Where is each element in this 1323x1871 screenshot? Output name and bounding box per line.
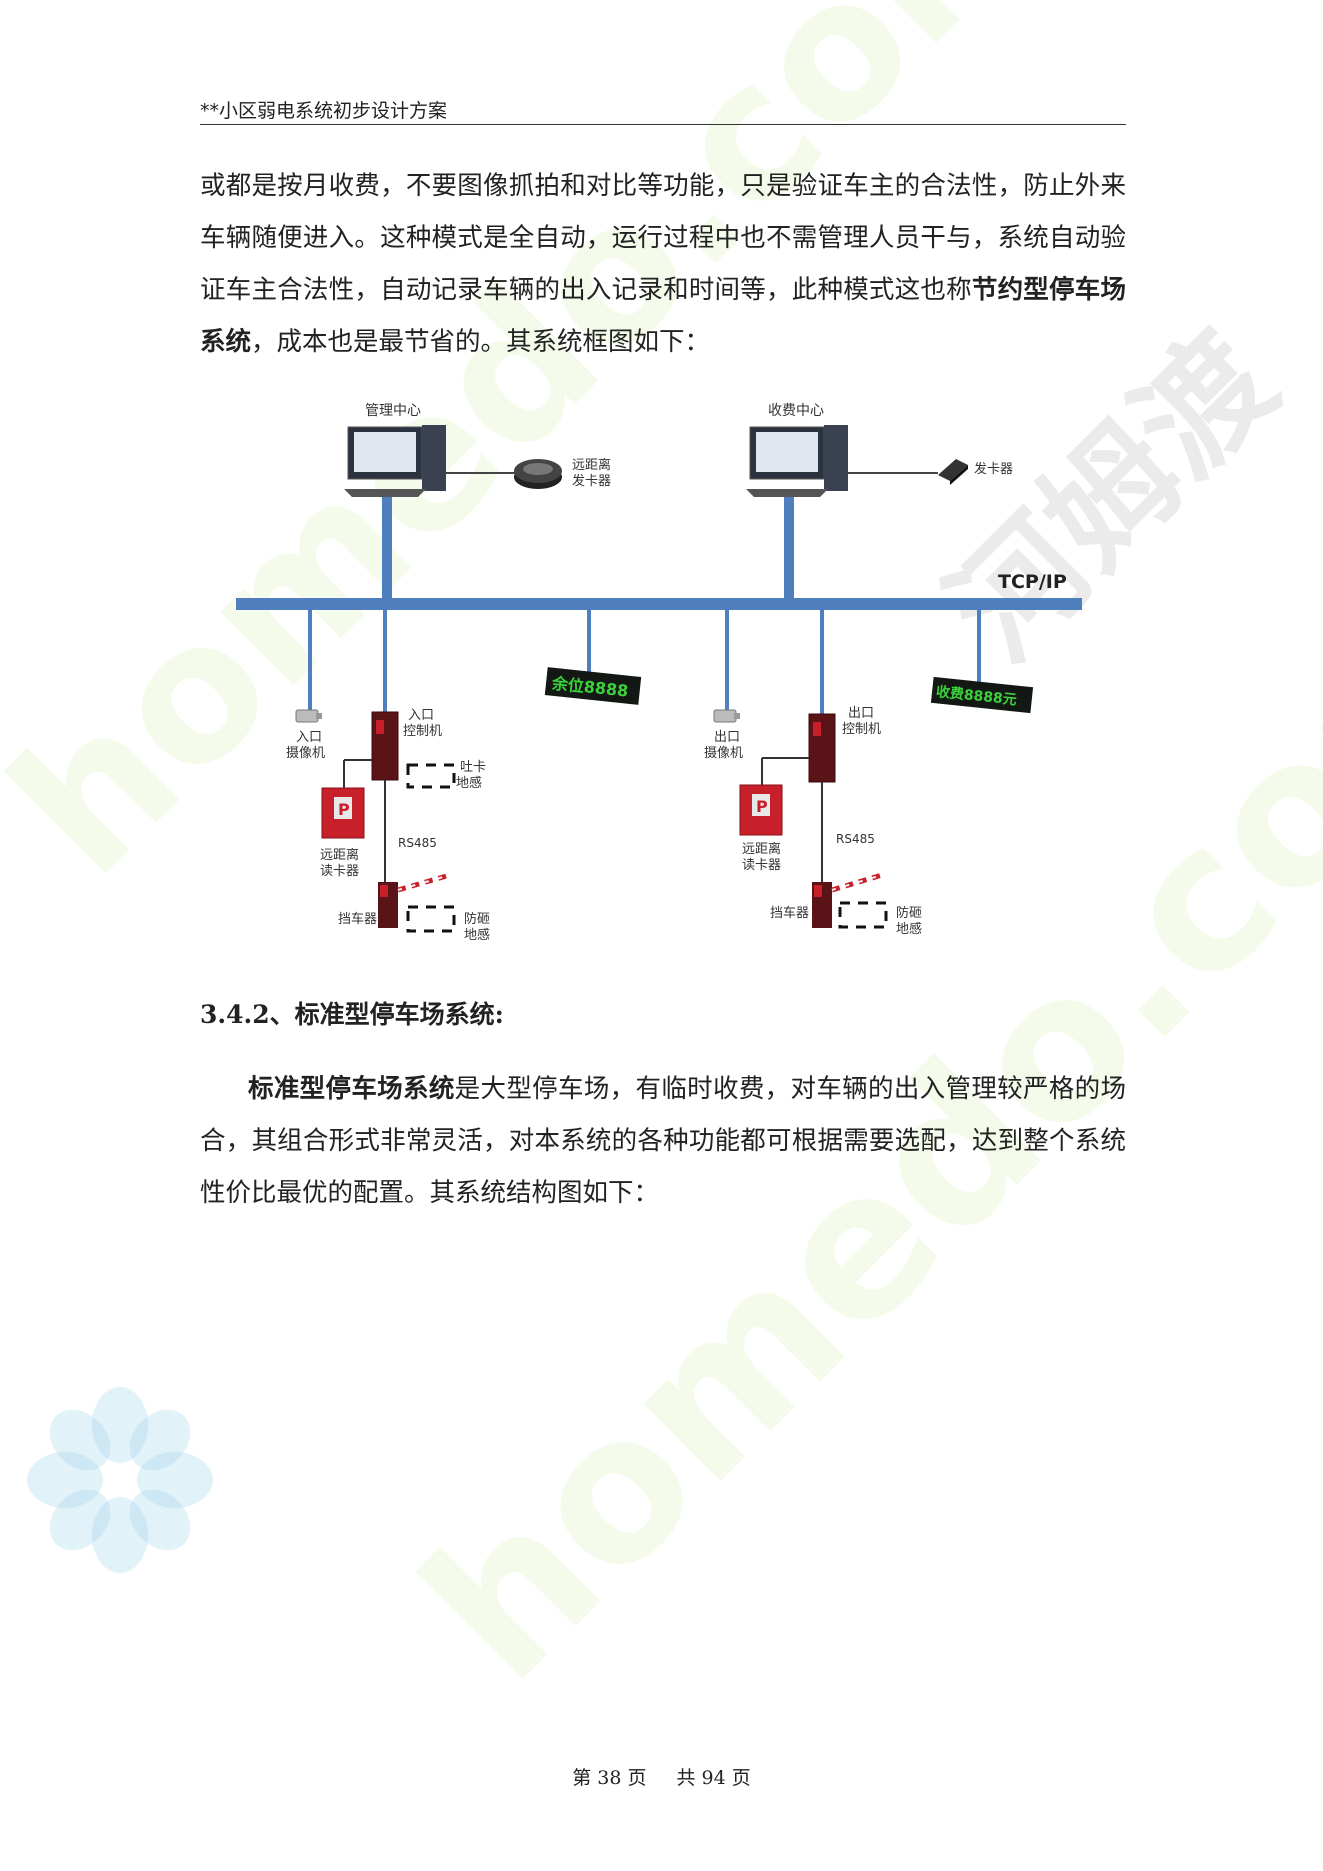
parking-system-diagram: TCP/IP 管理中心 远距离 发卡器 收费中心 — [236, 403, 1082, 943]
exit-reader-label-2: 读卡器 — [742, 858, 781, 873]
section-heading: 3.4.2、标准型停车场系统: — [200, 1000, 504, 1029]
header-title: **小区弱电系统初步设计方案 — [200, 100, 448, 122]
anti-smash-left-label-1: 防砸 — [464, 911, 490, 927]
entry-camera-label-2: 摄像机 — [286, 746, 325, 761]
tcp-ip-bus — [236, 598, 1082, 610]
card-issuer-label: 发卡器 — [974, 461, 1013, 477]
paragraph-2: 标准型停车场系统是大型停车场，有临时收费，对车辆的出入管理较严格的场合，其组合形… — [200, 1063, 1126, 1219]
card-loop-label-1: 吐卡 — [460, 760, 486, 775]
flower-logo-icon — [27, 1387, 213, 1573]
exit-camera-icon — [713, 709, 740, 723]
exit-controller-label-1: 出口 — [848, 706, 874, 721]
entry-controller-icon — [371, 711, 399, 781]
entry-controller-label-2: 控制机 — [403, 724, 442, 739]
barrier-right-icon — [812, 872, 883, 928]
paragraph-2-text: 是大型停车场，有临时收费，对车辆的出入管理较严格的场合，其组合形式非常灵活，对本… — [200, 1074, 1126, 1208]
anti-smash-left-label-2: 地感 — [464, 927, 490, 943]
svg-text:P: P — [756, 797, 768, 816]
tcp-ip-label: TCP/IP — [998, 571, 1067, 593]
svg-text:P: P — [338, 800, 350, 819]
entry-camera-label-1: 入口 — [296, 730, 322, 745]
long-range-issuer-label-2: 发卡器 — [572, 473, 611, 489]
page-total: 共 94 页 — [676, 1767, 751, 1789]
anti-smash-right-label-1: 防砸 — [896, 905, 922, 921]
paragraph-1-text-end: ，成本也是最节省的。其系统框图如下： — [251, 327, 711, 357]
card-loop-label-2: 地感 — [456, 775, 482, 791]
card-loop-sensor-icon — [406, 763, 456, 789]
charge-center-label: 收费中心 — [768, 403, 824, 419]
management-center-label: 管理中心 — [365, 403, 421, 419]
exit-controller-label-2: 控制机 — [842, 722, 881, 737]
remaining-spaces-display: 余位8888 — [544, 667, 642, 705]
entry-reader-icon: P — [321, 787, 365, 839]
paragraph-1: 或都是按月收费，不要图像抓拍和对比等功能，只是验证车主的合法性，防止外来车辆随便… — [200, 160, 1126, 368]
entry-reader-label-1: 远距离 — [320, 847, 359, 863]
entry-controller-label-1: 入口 — [408, 708, 434, 723]
anti-smash-right-label-2: 地感 — [896, 921, 922, 937]
paragraph-1-bold-term: 节约型停车场系统 — [200, 275, 1126, 357]
page-footer: 第 38 页 共 94 页 — [0, 1763, 1323, 1790]
barrier-left-label: 挡车器 — [338, 911, 377, 927]
anti-smash-loop-right-icon — [838, 901, 888, 929]
exit-camera-label-1: 出口 — [714, 730, 740, 745]
long-range-issuer-label-1: 远距离 — [572, 457, 611, 473]
entry-camera-icon — [295, 709, 322, 723]
exit-controller-icon — [808, 713, 836, 783]
page-number: 第 38 页 — [572, 1767, 647, 1789]
paragraph-2-bold-term: 标准型停车场系统 — [248, 1074, 455, 1104]
rs485-left-label: RS485 — [398, 836, 437, 850]
long-range-card-issuer-icon — [514, 459, 562, 489]
exit-camera-label-2: 摄像机 — [704, 746, 743, 761]
exit-reader-label-1: 远距离 — [742, 841, 781, 857]
rs485-right-label: RS485 — [836, 832, 875, 846]
anti-smash-loop-left-icon — [406, 905, 456, 933]
card-issuer-icon — [938, 459, 968, 485]
fee-display: 收费8888元 — [930, 676, 1034, 714]
barrier-left-icon — [378, 872, 451, 928]
page-header: **小区弱电系统初步设计方案 — [200, 96, 1126, 125]
charge-computer-icon — [746, 425, 848, 497]
management-computer-icon — [344, 425, 446, 497]
entry-reader-label-2: 读卡器 — [320, 864, 359, 879]
paragraph-1-text: 或都是按月收费，不要图像抓拍和对比等功能，只是验证车主的合法性，防止外来车辆随便… — [200, 171, 1126, 305]
exit-reader-icon: P — [739, 784, 783, 836]
barrier-right-label: 挡车器 — [770, 905, 809, 921]
